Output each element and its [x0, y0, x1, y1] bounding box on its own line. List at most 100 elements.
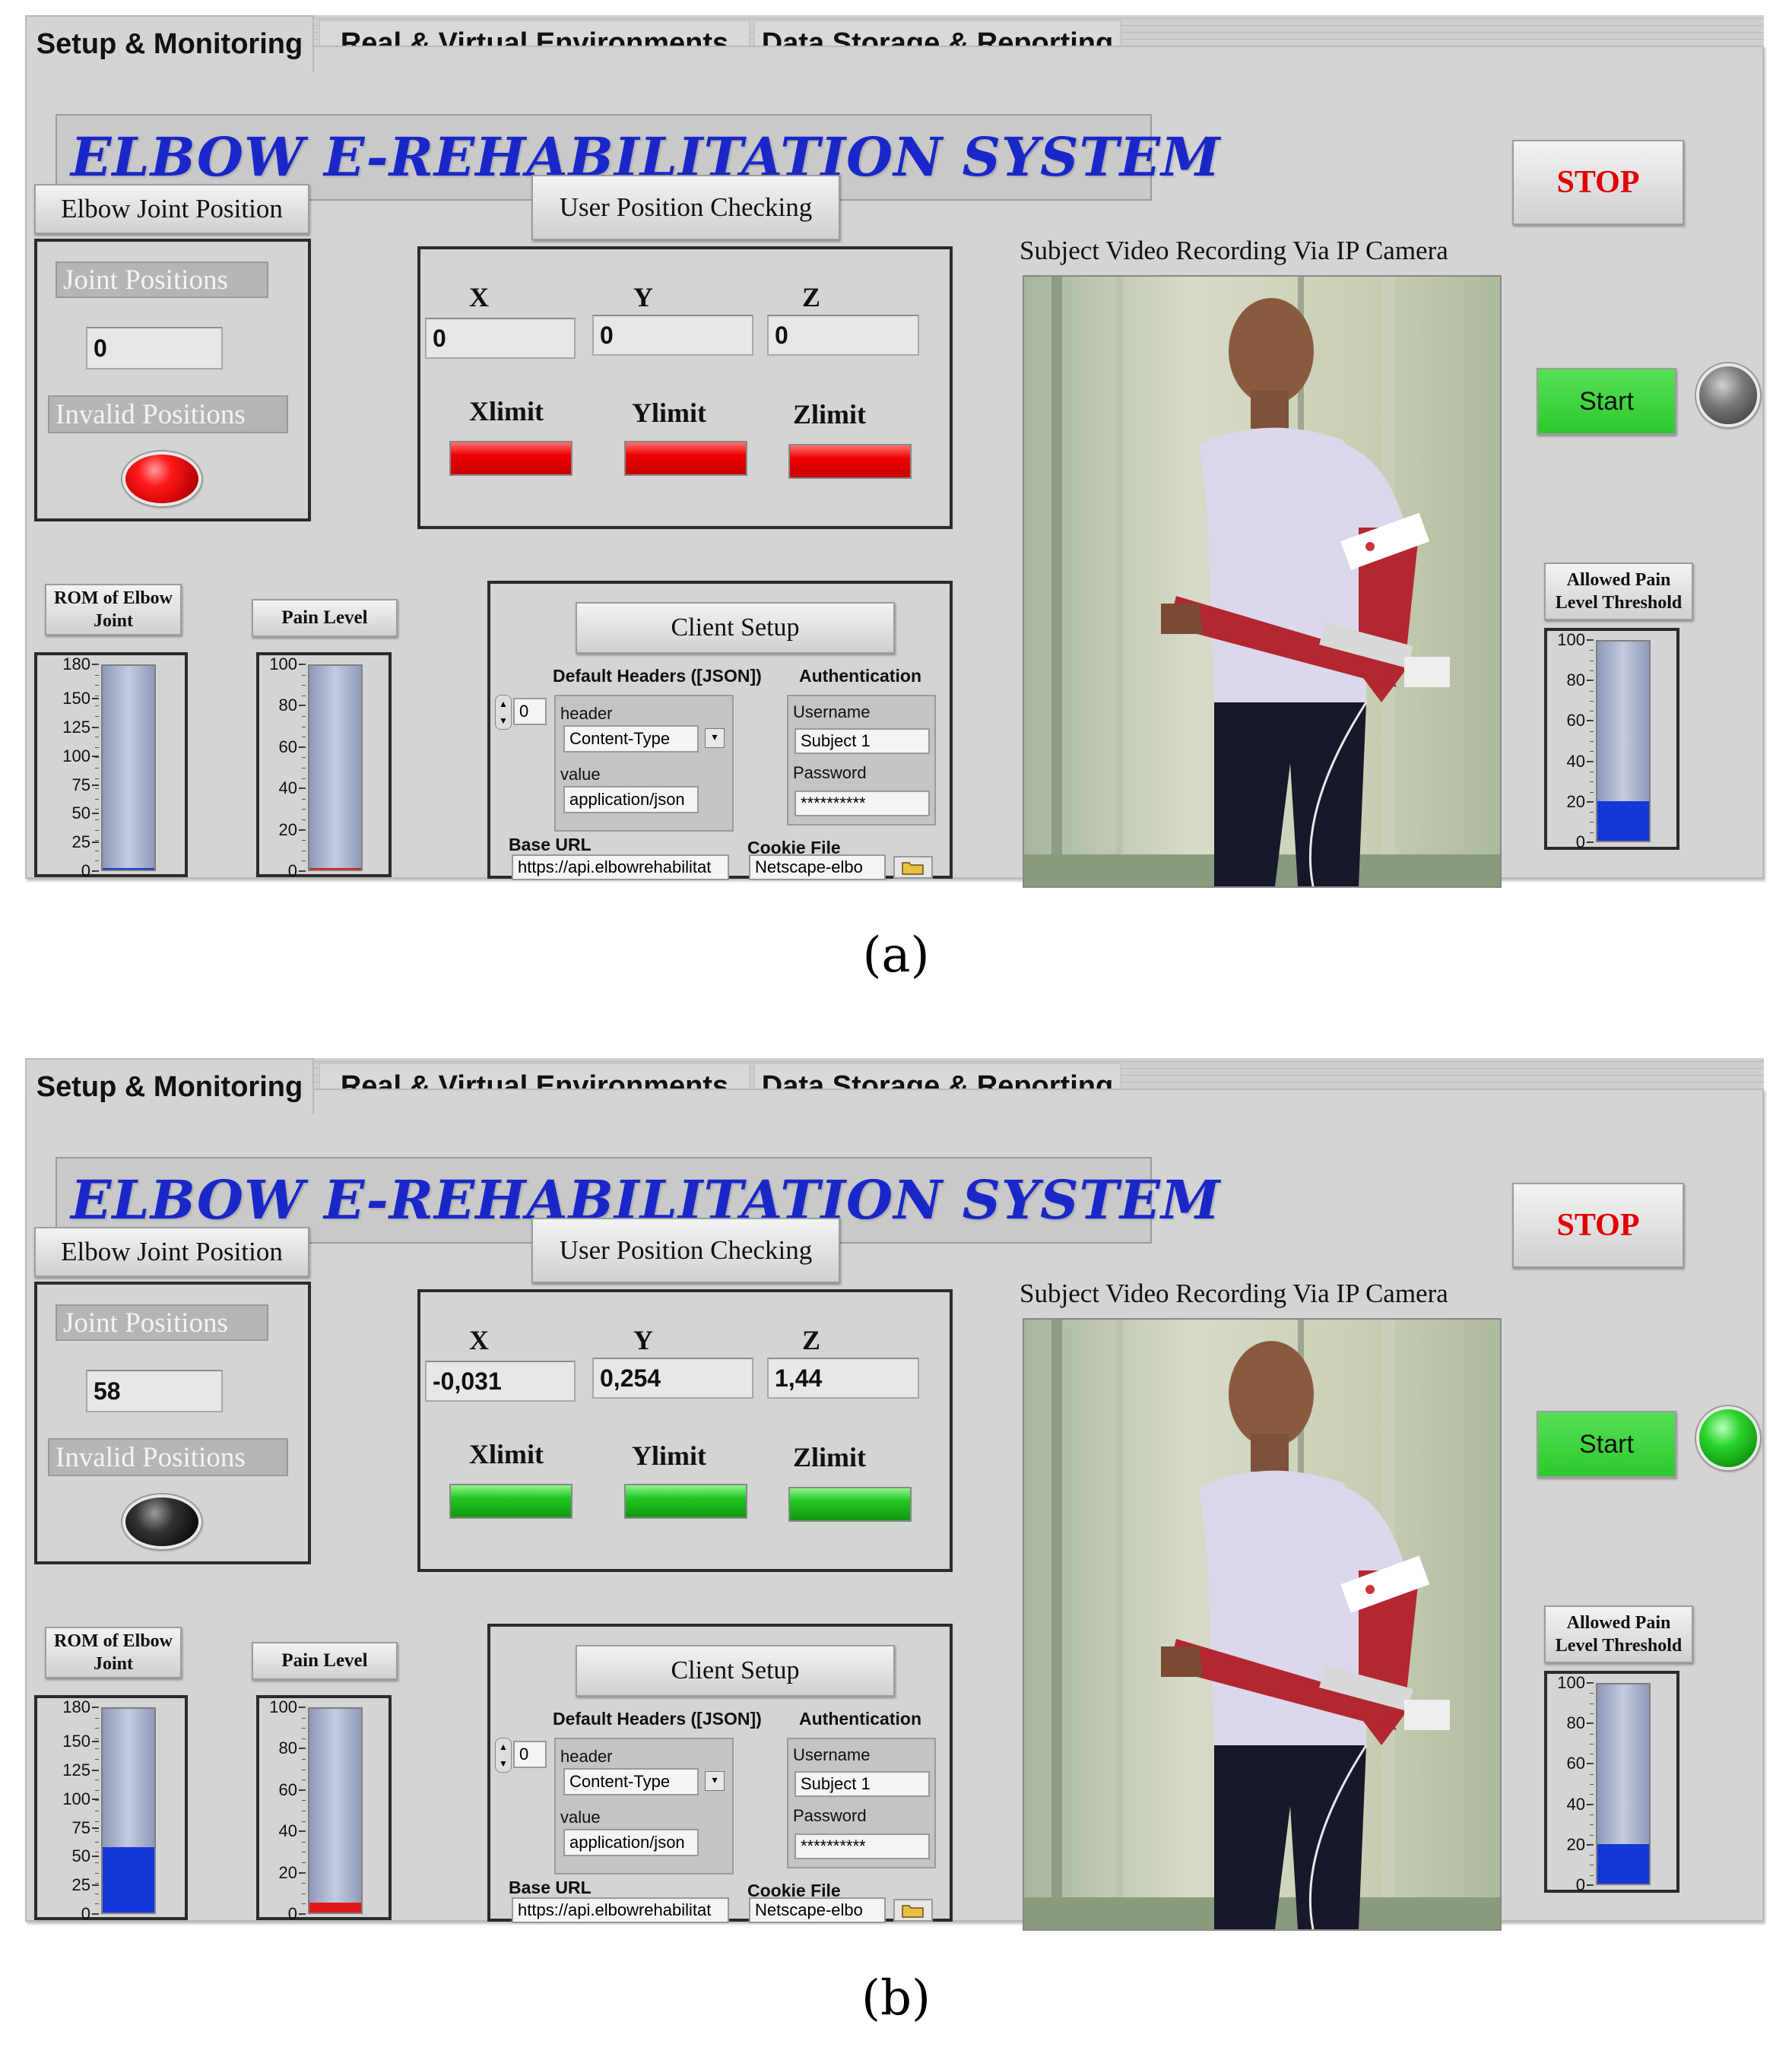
cookie-file-field[interactable]: Netscape-elbo	[749, 1897, 886, 1923]
y-position-indicator: 0,254	[592, 1358, 753, 1399]
index-field[interactable]: 0	[513, 1741, 547, 1768]
rom-minor-tick	[95, 674, 99, 676]
pain-tick-label: 40	[1566, 1794, 1585, 1814]
rom-minor-tick	[95, 1738, 99, 1739]
invalid-positions-label: Invalid Positions	[48, 395, 288, 433]
allowed-pain-label: Allowed Pain Level Threshold	[1544, 1605, 1693, 1663]
pain-level-label: Pain Level	[252, 599, 398, 637]
rom-gauge-fill	[103, 868, 154, 870]
pain-minor-tick	[1590, 650, 1594, 651]
pain-tick-label: 100	[1557, 1673, 1585, 1692]
index-stepper[interactable]: ▲▼	[495, 1738, 512, 1773]
rom-minor-tick	[95, 1883, 99, 1884]
pain-minor-tick	[1590, 1713, 1594, 1714]
allowed-pain-label: Allowed Pain Level Threshold	[1544, 563, 1693, 620]
allowed-pain-threshold-slider[interactable]	[1596, 640, 1651, 842]
header-field[interactable]: Content-Type	[563, 1768, 699, 1795]
pain-minor-tick	[302, 1748, 306, 1750]
base-url-field[interactable]: https://api.elbowrehabilitat	[512, 1897, 729, 1923]
joint-positions-label: Joint Positions	[56, 261, 268, 298]
dropdown-arrow-icon[interactable]: ▾	[705, 728, 725, 748]
cookie-file-field[interactable]: Netscape-elbo	[749, 854, 886, 880]
zlimit-indicator	[788, 444, 912, 479]
pain-tick-label: 40	[278, 1821, 297, 1841]
front-panel: ELBOW E-REHABILITATION SYSTEM STOP Elbow…	[25, 46, 1764, 888]
username-label: Username	[793, 702, 871, 721]
pain-minor-tick	[1590, 640, 1594, 641]
rom-minor-tick	[95, 768, 99, 769]
tab-setup-monitoring[interactable]: Setup & Monitoring	[25, 1058, 314, 1114]
rom-tick-label: 150	[62, 1732, 90, 1751]
x-axis-label: X	[469, 282, 489, 312]
rom-minor-tick	[95, 1728, 99, 1729]
rom-minor-tick	[95, 1841, 99, 1843]
folder-browse-icon[interactable]	[893, 856, 933, 879]
rom-tick-label: 180	[62, 1697, 90, 1716]
rom-tick-label: 75	[71, 775, 90, 794]
pain-minor-tick	[1590, 1794, 1594, 1795]
pain-tick-label: 80	[1566, 1713, 1585, 1733]
rom-tick-label: 0	[81, 1904, 90, 1923]
pain-minor-tick	[1590, 812, 1594, 813]
base-url-field[interactable]: https://api.elbowrehabilitat	[512, 854, 729, 880]
start-status-led	[1696, 363, 1760, 427]
password-field[interactable]: **********	[795, 791, 930, 816]
username-field[interactable]: Subject 1	[795, 1771, 930, 1797]
index-field[interactable]: 0	[513, 698, 547, 725]
rom-minor-tick	[95, 1759, 99, 1760]
folder-browse-icon[interactable]	[893, 1899, 933, 1922]
pain-minor-tick	[302, 1883, 306, 1884]
rom-label-line1: ROM of Elbow	[54, 1631, 173, 1651]
rom-minor-tick	[95, 1717, 99, 1719]
username-field[interactable]: Subject 1	[795, 728, 930, 754]
front-panel: ELBOW E-REHABILITATION SYSTEM STOP Elbow…	[25, 1089, 1764, 1931]
elbow-joint-position-label: Elbow Joint Position	[34, 1227, 309, 1277]
rom-minor-tick	[95, 788, 99, 790]
password-field[interactable]: **********	[795, 1833, 930, 1859]
stop-button[interactable]: STOP	[1512, 1183, 1684, 1268]
rom-minor-tick	[95, 705, 99, 707]
header-cluster: header Content-Type ▾ value application/…	[554, 695, 734, 832]
tab-setup-monitoring[interactable]: Setup & Monitoring	[25, 15, 314, 71]
pain-minor-tick	[1590, 1723, 1594, 1725]
authentication-label: Authentication	[799, 666, 921, 686]
stop-button[interactable]: STOP	[1512, 140, 1684, 225]
pain-minor-tick	[302, 1707, 306, 1708]
ylimit-indicator	[624, 441, 747, 476]
pain-level-label: Pain Level	[252, 1642, 398, 1680]
joint-positions-group: Joint Positions 0 Invalid Positions	[34, 239, 311, 521]
header-label: header	[560, 704, 613, 723]
value-field[interactable]: application/json	[563, 1829, 699, 1856]
rom-minor-tick	[95, 685, 99, 686]
pain-tick-label: 0	[287, 1904, 297, 1923]
dropdown-arrow-icon[interactable]: ▾	[705, 1771, 725, 1791]
pain-tick-label: 20	[1566, 791, 1585, 811]
allowed-pain-threshold-slider[interactable]	[1596, 1683, 1651, 1885]
ylimit-indicator	[624, 1484, 747, 1519]
rom-gauge	[101, 664, 156, 871]
pain-minor-tick	[302, 1717, 306, 1719]
pain-minor-tick	[1590, 1743, 1594, 1745]
pain-minor-tick	[302, 860, 306, 862]
pain-minor-tick	[1590, 1733, 1594, 1735]
x-position-indicator: -0,031	[425, 1361, 576, 1402]
pain-minor-tick	[302, 685, 306, 686]
base-url-label: Base URL	[509, 1878, 592, 1897]
index-stepper[interactable]: ▲▼	[495, 695, 512, 730]
header-field[interactable]: Content-Type	[563, 725, 699, 753]
pain-gauge-fill	[309, 868, 361, 870]
start-button[interactable]: Start	[1537, 368, 1676, 435]
value-field[interactable]: application/json	[563, 786, 699, 813]
rom-tick-label: 25	[71, 1875, 90, 1895]
start-button[interactable]: Start	[1537, 1411, 1676, 1478]
subject-video-feed	[1023, 275, 1502, 888]
rom-minor-tick	[95, 1862, 99, 1863]
pain-minor-tick	[302, 798, 306, 800]
subject-photo	[1024, 1320, 1500, 1929]
rom-tick-mark	[92, 1770, 99, 1772]
rom-minor-tick	[95, 1707, 99, 1708]
pain-minor-tick	[1590, 731, 1594, 732]
joint-position-indicator: 0	[86, 327, 223, 369]
